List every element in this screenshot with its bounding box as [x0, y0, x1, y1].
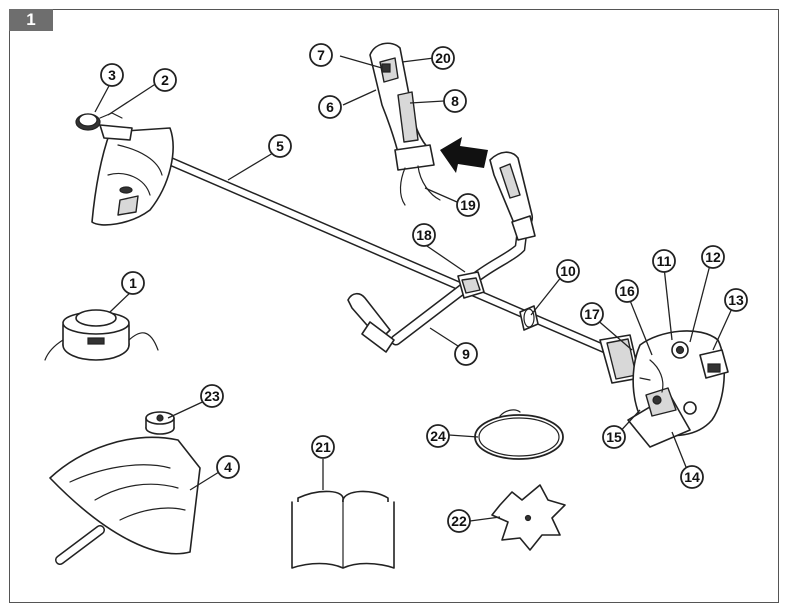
callout-8: 8 [443, 89, 467, 113]
trimmer-spool [44, 309, 159, 361]
blade-guard [49, 436, 201, 565]
svg-text:5: 5 [276, 138, 284, 154]
svg-text:19: 19 [460, 197, 476, 213]
callout-10: 10 [556, 259, 580, 283]
callout-17: 17 [580, 302, 604, 326]
callout-16: 16 [615, 279, 639, 303]
svg-text:13: 13 [728, 292, 744, 308]
svg-text:24: 24 [430, 428, 446, 444]
svg-text:12: 12 [705, 249, 721, 265]
figure-number-tab: 1 [9, 9, 53, 31]
callout-6: 6 [318, 95, 342, 119]
callout-15: 15 [602, 425, 626, 449]
svg-text:14: 14 [684, 469, 700, 485]
callout-13: 13 [724, 288, 748, 312]
svg-text:23: 23 [204, 388, 220, 404]
callout-4: 4 [216, 455, 240, 479]
cutting-head [75, 112, 123, 131]
svg-text:15: 15 [606, 429, 622, 445]
svg-text:11: 11 [657, 253, 672, 269]
callout-20: 20 [431, 46, 455, 70]
svg-text:2: 2 [161, 72, 169, 88]
callout-1: 1 [121, 271, 145, 295]
callout-14: 14 [680, 465, 704, 489]
svg-text:20: 20 [435, 50, 451, 66]
callout-18: 18 [412, 223, 436, 247]
svg-text:10: 10 [560, 263, 576, 279]
handle-bar [347, 151, 536, 353]
callout-19: 19 [456, 193, 480, 217]
callout-9: 9 [454, 342, 478, 366]
callout-23: 23 [200, 384, 224, 408]
callout-2: 2 [153, 68, 177, 92]
svg-text:9: 9 [462, 346, 470, 362]
callout-11: 11 [652, 249, 676, 273]
svg-text:18: 18 [416, 227, 432, 243]
svg-text:16: 16 [619, 283, 635, 299]
callout-7: 7 [309, 43, 333, 67]
trimmer-guard-assembly [91, 124, 174, 226]
svg-text:22: 22 [451, 513, 467, 529]
callout-12: 12 [701, 245, 725, 269]
svg-text:7: 7 [317, 47, 325, 63]
svg-text:8: 8 [451, 93, 459, 109]
arrow-icon [440, 137, 488, 173]
guard-mount-nut [145, 411, 175, 435]
callout-24: 24 [426, 424, 450, 448]
svg-text:3: 3 [108, 67, 116, 83]
svg-text:21: 21 [315, 439, 331, 455]
callout-21: 21 [311, 435, 335, 459]
saw-blade [491, 484, 566, 551]
manual-book-icon [291, 490, 395, 569]
engine-unit [599, 330, 729, 448]
strap-ring [474, 409, 564, 460]
callout-5: 5 [268, 134, 292, 158]
throttle-handle-detail [369, 42, 441, 206]
callout-22: 22 [447, 509, 471, 533]
callout-3: 3 [100, 63, 124, 87]
figure-frame [9, 9, 779, 603]
svg-text:6: 6 [326, 99, 334, 115]
svg-text:17: 17 [584, 306, 600, 322]
svg-text:1: 1 [129, 275, 137, 291]
svg-text:4: 4 [224, 459, 232, 475]
